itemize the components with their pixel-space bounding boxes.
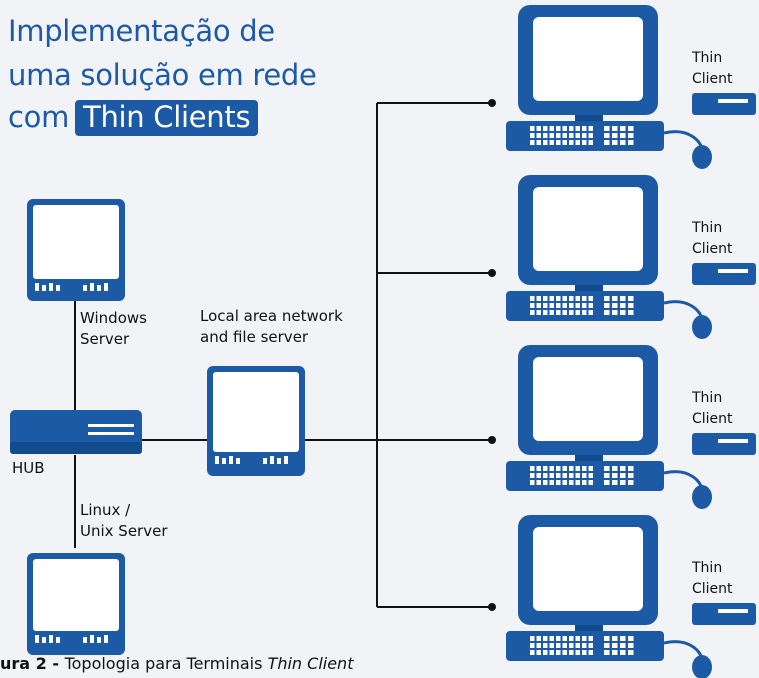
client-2-port xyxy=(488,269,496,277)
mouse-2 xyxy=(692,315,712,339)
monitor-screen-3 xyxy=(533,357,643,441)
thin-client-label-3: Thin Client xyxy=(692,390,733,427)
monitor-stand-2 xyxy=(575,285,603,293)
lan-server-label: Local area network and file server xyxy=(200,307,343,346)
monitor-screen-2 xyxy=(533,187,643,271)
monitor-screen-1 xyxy=(533,17,643,101)
caption-separator: - xyxy=(46,654,65,673)
thin-client-2 xyxy=(506,175,756,339)
thin-client-box-1 xyxy=(692,93,756,115)
caption-italic: Thin Client xyxy=(267,654,354,673)
caption-text: Topologia para Terminais xyxy=(64,654,263,673)
connection-lines xyxy=(74,102,492,608)
mouse-4 xyxy=(692,655,712,678)
keyboard-keys-2 xyxy=(530,296,634,315)
hub-label: HUB xyxy=(12,459,45,477)
title-prefix: com xyxy=(8,100,70,134)
title-highlight: Thin Clients xyxy=(75,100,259,136)
linux-server-label: Linux / Unix Server xyxy=(80,501,168,540)
thin-client-3 xyxy=(506,345,756,509)
monitor-stand-3 xyxy=(575,455,603,463)
keyboard-keys-3 xyxy=(530,466,634,485)
caption-figure-number: ura 2 xyxy=(0,654,47,673)
figure-caption: ura 2 - Topologia para Terminais Thin Cl… xyxy=(0,654,353,673)
thin-client-4 xyxy=(506,515,756,678)
thin-client-label-1: Thin Client xyxy=(692,50,733,87)
thin-client-box-4 xyxy=(692,603,756,625)
windows-server-icon xyxy=(27,199,125,301)
thin-client-slot-1 xyxy=(718,99,748,103)
thin-client-label-2: Thin Client xyxy=(692,220,733,257)
connection-dots xyxy=(488,99,496,611)
thin-client-slot-3 xyxy=(718,439,748,443)
linux-server-icon xyxy=(27,553,125,655)
title-line-2: uma solução em rede xyxy=(8,58,317,92)
thin-client-slot-2 xyxy=(718,269,748,273)
monitor-stand-4 xyxy=(575,625,603,633)
monitor-screen-4 xyxy=(533,527,643,611)
title-line-1: Implementação de xyxy=(8,14,275,48)
client-1-port xyxy=(488,99,496,107)
thin-client-slot-4 xyxy=(718,609,748,613)
mouse-3 xyxy=(692,485,712,509)
thin-client-label-4: Thin Client xyxy=(692,560,733,597)
mouse-1 xyxy=(692,145,712,169)
lan-server-icon xyxy=(207,366,305,476)
thin-client-workstations xyxy=(506,5,756,678)
thin-client-box-3 xyxy=(692,433,756,455)
windows-server-label: Windows Server xyxy=(80,309,147,348)
client-4-port xyxy=(488,603,496,611)
client-3-port xyxy=(488,436,496,444)
monitor-stand-1 xyxy=(575,115,603,123)
thin-client-1 xyxy=(506,5,756,169)
thin-client-box-2 xyxy=(692,263,756,285)
hub-icon xyxy=(10,410,142,454)
keyboard-keys-1 xyxy=(530,126,634,145)
keyboard-keys-4 xyxy=(530,636,634,655)
